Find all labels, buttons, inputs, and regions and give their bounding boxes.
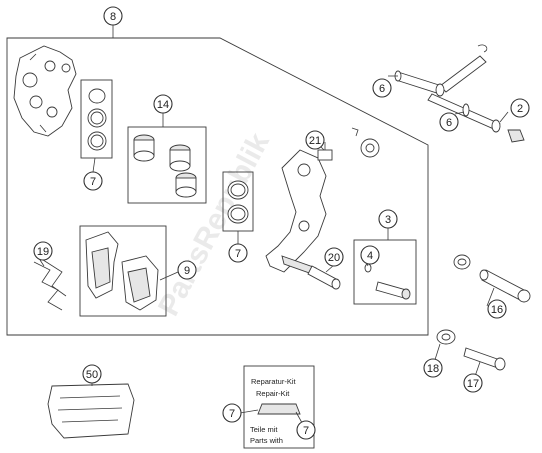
callout-8-label: 8	[110, 11, 116, 23]
callout-6b-label: 6	[446, 117, 452, 129]
seal-kit-middle	[222, 171, 254, 232]
callout-9: 9	[177, 260, 197, 280]
callout-9-label: 9	[184, 265, 190, 277]
seal-kit-left	[80, 79, 113, 159]
callout-17-label: 17	[467, 378, 479, 390]
pad-spring	[33, 257, 67, 311]
callout-7a-label: 7	[90, 176, 96, 188]
repair-kit-line4: Parts with	[250, 436, 283, 445]
parts-bag	[47, 374, 135, 439]
callout-50: 50	[82, 364, 102, 384]
callout-7b: 7	[228, 243, 248, 263]
callout-18: 18	[423, 358, 443, 378]
callout-19-label: 19	[37, 246, 49, 258]
callout-3-label: 3	[385, 214, 391, 226]
callout-7a: 7	[83, 171, 103, 191]
bushings-right	[436, 254, 531, 371]
callout-21: 21	[305, 130, 325, 150]
callout-6b: 6	[439, 112, 459, 132]
callout-19: 19	[33, 241, 53, 261]
callout-16: 16	[487, 299, 507, 319]
callout-4: 4	[360, 245, 380, 265]
guide-pin	[307, 265, 341, 290]
callout-20: 20	[324, 247, 344, 267]
callout-7b-label: 7	[235, 248, 241, 260]
callout-18-label: 18	[427, 363, 439, 375]
callout-16-label: 16	[491, 304, 503, 316]
callout-2: 2	[510, 98, 530, 118]
callout-50-label: 50	[86, 369, 98, 381]
guide-pin-kit	[353, 228, 417, 305]
caliper-carrier	[265, 149, 327, 277]
callout-20-label: 20	[328, 252, 340, 264]
callout-6a: 6	[372, 78, 392, 98]
repair-kit-line2: Repair-Kit	[256, 389, 290, 398]
repair-kit-line1: Reparatur-Kit	[251, 377, 297, 386]
callout-6a-label: 6	[379, 83, 385, 95]
callout-7d: 7	[296, 420, 316, 440]
piston-set	[127, 112, 207, 204]
callout-2-label: 2	[517, 103, 523, 115]
callout-3: 3	[378, 209, 398, 229]
repair-kit-line3: Teile mit	[250, 425, 278, 434]
brake-pads	[79, 225, 167, 317]
callout-4-label: 4	[367, 250, 373, 262]
callout-21-label: 21	[309, 135, 321, 147]
repair-kit-card: Reparatur-Kit Repair-Kit Teile mit Parts…	[243, 365, 315, 449]
callout-14-label: 14	[157, 99, 169, 111]
callout-8: 8	[103, 6, 123, 26]
callout-14: 14	[153, 94, 173, 114]
callout-17: 17	[463, 373, 483, 393]
assembly-frame	[6, 25, 429, 336]
caliper-housing	[13, 45, 77, 137]
callout-7c-label: 7	[229, 408, 235, 420]
callout-7c: 7	[222, 403, 242, 423]
bleed-parts	[317, 127, 380, 161]
pin-assembly-top	[394, 44, 525, 143]
callout-7d-label: 7	[303, 425, 309, 437]
